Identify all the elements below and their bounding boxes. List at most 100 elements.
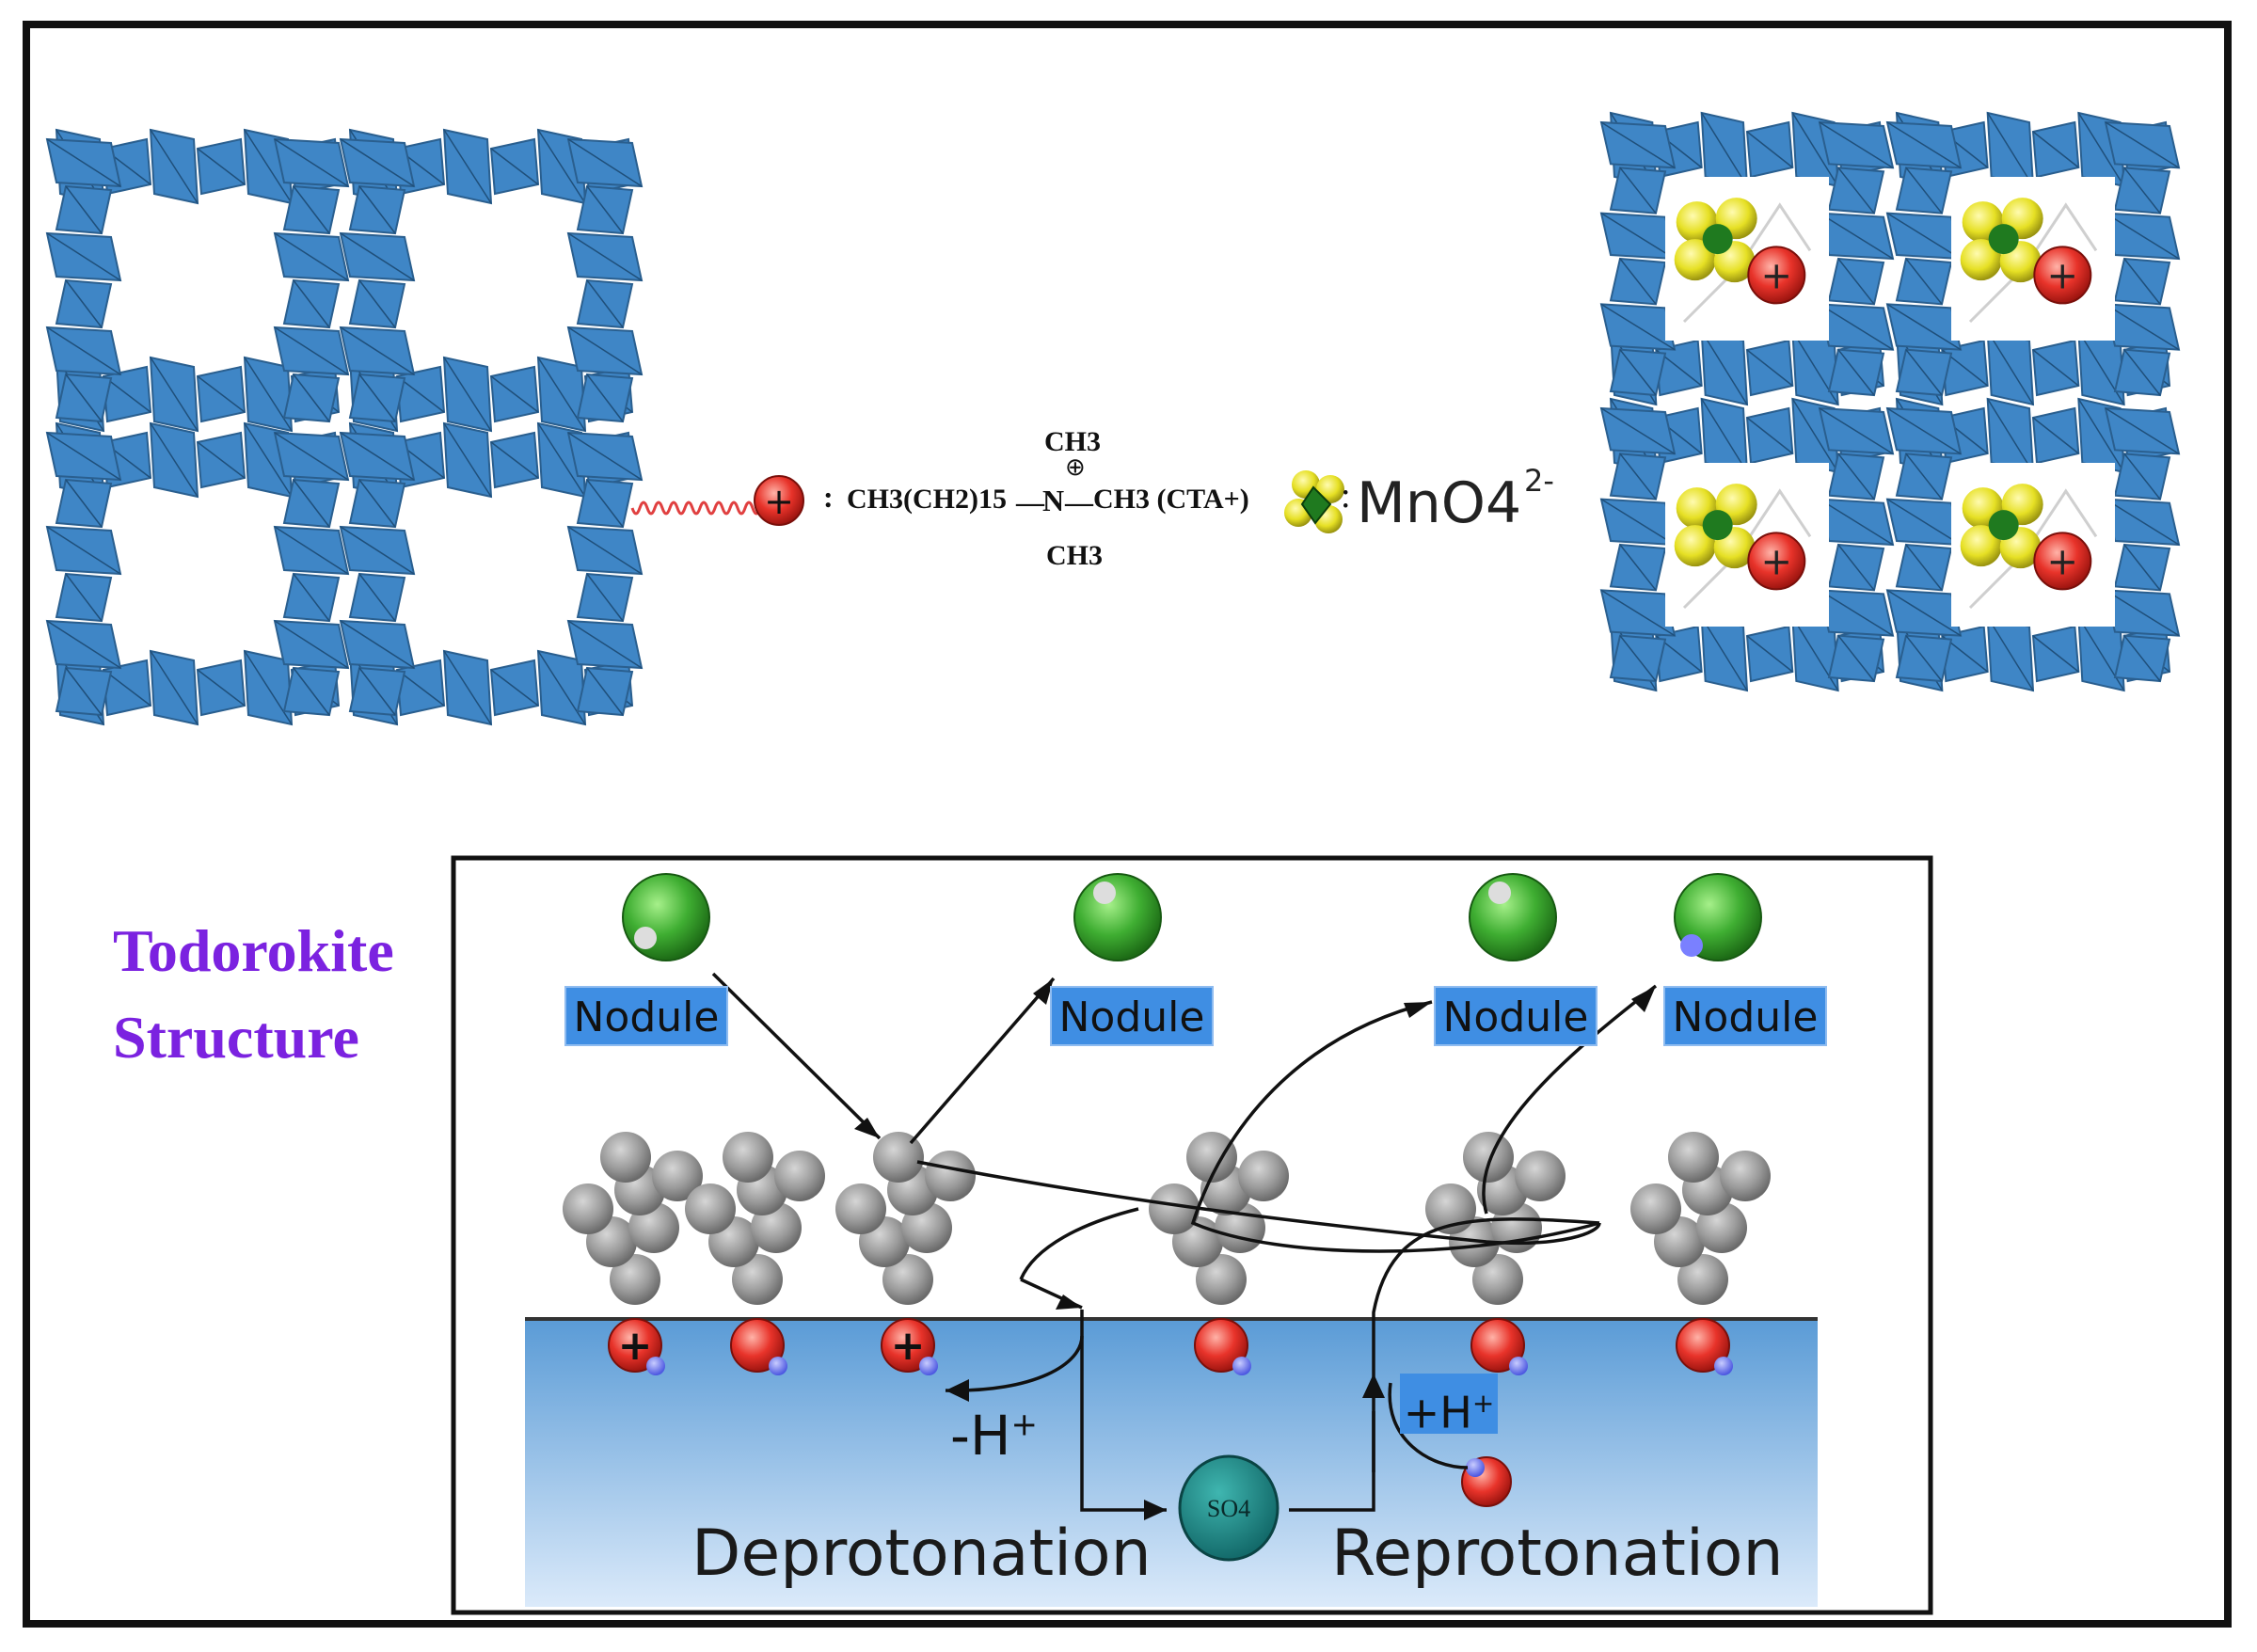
mno4-colon: : (1341, 476, 1351, 516)
octahedron-edge (293, 479, 330, 528)
octahedron-edge (1819, 213, 1894, 260)
octahedron-edge (567, 432, 643, 481)
oxygen-atom (1960, 525, 2002, 567)
octahedron-edge (586, 373, 624, 422)
manganese-atom (1702, 510, 1733, 541)
octahedron-edge (358, 185, 396, 234)
carbon-atom (1196, 1254, 1247, 1305)
octahedron-edge (150, 650, 199, 725)
octahedron-edge (150, 129, 199, 204)
sulfate-label: SO4 (1207, 1495, 1250, 1522)
oxygen-headgroup (1470, 1318, 1525, 1373)
octahedron-edge (1746, 131, 1793, 168)
manganese-atom (1988, 510, 2019, 541)
carbon-atom (1677, 1254, 1728, 1305)
octahedron-edge (1619, 258, 1657, 305)
carbon-atom (925, 1151, 976, 1201)
octahedron-edge (197, 441, 246, 479)
octahedron-edge (293, 279, 330, 328)
octahedron-edge (1701, 330, 1748, 405)
headgroup-charge: + (891, 1322, 926, 1370)
octahedron-edge (1837, 635, 1875, 682)
carbon-atom (774, 1151, 825, 1201)
cation-charge: + (1761, 540, 1793, 583)
octahedron-edge (1886, 589, 1962, 637)
oxygen-atom (1960, 239, 2002, 281)
octahedron-edge (340, 526, 415, 575)
octahedron-edge (1619, 349, 1657, 396)
octahedron-edge (2032, 417, 2079, 454)
octahedron-edge (358, 573, 396, 622)
octahedron-edge (1886, 121, 1962, 168)
octahedron-edge (1701, 398, 1748, 473)
octahedron-edge (1819, 589, 1894, 637)
octahedron-edge (1905, 544, 1943, 591)
octahedron-edge (1619, 167, 1657, 214)
octahedron-edge (1746, 417, 1793, 454)
octahedron-edge (46, 138, 121, 187)
cta-colon: : (823, 480, 834, 514)
octahedron-edge (490, 148, 539, 185)
todorokite-framework-intercalated: ++++ (1599, 111, 2181, 692)
octahedron-edge (340, 432, 415, 481)
octahedron-edge (1886, 499, 1962, 546)
hydrogen-atom (646, 1357, 665, 1375)
cta-chain (1682, 202, 1812, 324)
octahedron-edge (1600, 499, 1676, 546)
octahedron-edge (358, 667, 396, 716)
octahedron-edge (586, 573, 624, 622)
octahedron-edge (567, 326, 643, 375)
octahedron-edge (340, 138, 415, 187)
structure-label: Todorokite Structure (113, 908, 394, 1081)
mno4-charge: 2- (1524, 463, 1554, 499)
carbon-atom (1472, 1254, 1523, 1305)
cta-cation (2033, 532, 2092, 591)
carbon-atom (685, 1183, 736, 1234)
octahedron-edge (1746, 349, 1793, 387)
octahedron-edge (2077, 112, 2125, 187)
octahedron-edge (2105, 589, 2180, 637)
svg-text:+: + (764, 481, 794, 522)
minus-h-charge: + (1010, 1406, 1039, 1444)
octahedron-edge (586, 667, 624, 716)
carbon-atom (873, 1132, 924, 1183)
octahedron-edge (46, 620, 121, 669)
octahedron-edge (1837, 167, 1875, 214)
octahedron-edge (2123, 544, 2161, 591)
octahedron-edge (1886, 303, 1962, 351)
octahedron-edge (490, 375, 539, 413)
octahedron-edge (2123, 167, 2161, 214)
octahedron-edge (1791, 112, 1839, 187)
carbon-atom (610, 1254, 660, 1305)
octahedron-edge (443, 650, 492, 725)
plus-h-text: +H (1403, 1387, 1472, 1438)
octahedron-edge (1837, 349, 1875, 396)
cta-methyl-bottom: CH3 (1046, 540, 1103, 571)
octahedron-edge (197, 669, 246, 707)
octahedron-edge (396, 669, 445, 707)
hydrogen-atom (1466, 1458, 1485, 1477)
octahedron-edge (274, 432, 349, 481)
octahedron-edge (65, 279, 103, 328)
octahedron-edge (293, 573, 330, 622)
octahedron-edge (2123, 349, 2161, 396)
octahedron-edge (293, 185, 330, 234)
octahedron-edge (65, 373, 103, 422)
octahedron-edge (1600, 213, 1676, 260)
octahedron-edge (537, 129, 586, 204)
octahedron-edge (586, 185, 624, 234)
cta-legend-icon: + (630, 475, 804, 526)
octahedron-edge (1701, 112, 1748, 187)
octahedron-edge (358, 373, 396, 422)
octahedron-edge (2105, 213, 2180, 260)
octahedron-edge (443, 422, 492, 498)
octahedron-edge (150, 422, 199, 498)
octahedron-edge (1819, 121, 1894, 168)
octahedron-edge (274, 326, 349, 375)
cta-chain (1682, 488, 1812, 610)
structure-label-line2: Structure (113, 1004, 359, 1071)
octahedron-edge (150, 357, 199, 432)
nodule-box-3: Nodule (1434, 986, 1597, 1046)
octahedron-edge (2123, 635, 2161, 682)
carbon-atom (563, 1183, 613, 1234)
